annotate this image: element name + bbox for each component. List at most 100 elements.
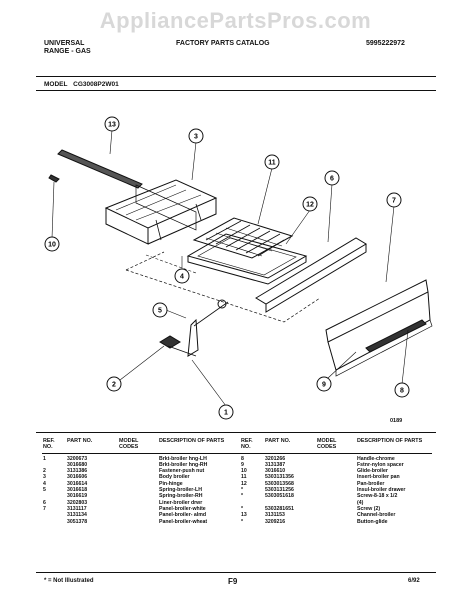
model-code-cell [316, 519, 356, 525]
model-line: MODEL CG3008P2W01 [44, 81, 119, 88]
footer-rule [36, 572, 436, 573]
col-ref-2: REF. NO. [241, 438, 253, 451]
diagram-lines [48, 129, 433, 407]
broiler-panel-part [325, 279, 429, 343]
callout-1: 1 [218, 404, 234, 420]
description-cell: (4) [357, 499, 364, 506]
callout-12: 12 [302, 196, 318, 212]
description-cell: Panel-broiler-white [159, 505, 206, 512]
callout-4: 4 [174, 268, 190, 284]
col-desc-2: DESCRIPTION OF PARTS [357, 438, 423, 444]
description-cell: Body broiler [159, 474, 190, 481]
callout-10: 10 [44, 236, 60, 252]
callout-7-label: 7 [392, 198, 396, 205]
part-number-cell: 3131134 [67, 512, 87, 519]
callout-5-label: 5 [158, 308, 162, 315]
part-number-cell: 3016614 [67, 480, 88, 487]
col-ref: REF. NO. [43, 438, 55, 451]
col-desc: DESCRIPTION OF PARTS [159, 438, 225, 444]
callout-11-label: 11 [268, 160, 276, 167]
page-number: F9 [228, 577, 238, 586]
ref-cell: 1 [43, 455, 46, 462]
part-number-cell: 3131117 [67, 505, 87, 512]
ref-cell: 5 [43, 487, 46, 494]
part-number-cell: 5303013568 [265, 480, 294, 487]
callout-8: 8 [394, 382, 410, 398]
part-number-cell: 3131387 [265, 461, 286, 468]
description-cell: Brkt-broiler hng-RH [159, 461, 208, 468]
callout-9: 9 [316, 376, 332, 392]
part-number-cell: 3051378 [67, 518, 88, 525]
callout-8-label: 8 [400, 388, 404, 395]
table-header-row: REF. NO. PART NO. MODEL CODES DESCRIPTIO… [42, 438, 432, 453]
callout-6-label: 6 [330, 176, 334, 183]
ref-cell: 9 [241, 461, 244, 468]
push-nut-part [159, 335, 181, 349]
description-cell: Glide-broiler [357, 468, 388, 475]
brand-block: UNIVERSAL RANGE - GAS [44, 40, 91, 56]
callout-2-label: 2 [112, 382, 116, 389]
broiler-channel-part [57, 149, 143, 189]
ref-cell: * [241, 493, 244, 500]
callout-labels: 13 3 11 6 7 12 4 10 5 2 1 9 8 [44, 116, 410, 420]
callout-4-label: 4 [180, 274, 184, 281]
part-number-cell: 5303131256 [265, 487, 294, 494]
description-cell: Pan-broiler [357, 480, 385, 487]
part-number-cell: 3209216 [265, 518, 286, 525]
ref-cell: 8 [241, 455, 244, 462]
ref-cell: * [241, 518, 244, 525]
ref-cell: 3 [43, 474, 46, 481]
model-code-cell [118, 519, 158, 525]
ref-cell [42, 519, 66, 525]
col-model-2: MODEL CODES [317, 438, 337, 451]
catalog-number: 5995222972 [366, 40, 405, 47]
part-number-cell: 3016680 [67, 461, 88, 468]
callout-13: 13 [104, 116, 120, 132]
model-number: CG3008P2W01 [73, 81, 119, 88]
description-cell: Screw-8-18 x 1/2 [357, 493, 398, 500]
spring-part [217, 299, 227, 309]
parts-sheet: UNIVERSAL RANGE - GAS FACTORY PARTS CATA… [36, 30, 436, 590]
part-number-cell: 5303281651 [265, 505, 294, 512]
part-number-cell: 3200673 [67, 455, 88, 462]
ref-cell: 7 [43, 505, 46, 512]
glide-part [48, 174, 60, 183]
table-row: 3016619 Spring-broiler-RH * 5303051618 Screw… [42, 493, 432, 499]
description-cell: Screw (2) [357, 505, 381, 512]
description-cell: Brkt-broiler hng-LH [159, 455, 207, 462]
catalog-date: 6/92 [408, 578, 420, 584]
description-cell: Panel-broiler- almd [159, 512, 206, 519]
callout-3-label: 3 [194, 134, 198, 141]
description-cell: Spring-broiler-LH [159, 487, 202, 494]
handle-part [365, 319, 427, 353]
header-rule [36, 76, 436, 77]
description-cell: Pin-hinge [159, 480, 183, 487]
col-part-2: PART NO. [265, 438, 291, 444]
description-cell: Insul-broiler drawer [357, 487, 406, 494]
watermark: AppliancePartsPros.com [99, 8, 372, 33]
hinge-bracket-part [187, 318, 199, 357]
col-part: PART NO. [67, 438, 93, 444]
part-number-cell: 3202803 [67, 499, 88, 506]
broiler-liner-part [255, 237, 367, 305]
part-number-cell: 3016619 [67, 493, 88, 500]
description-cell: Handle-chrome [357, 455, 395, 462]
description-cell: Spring-broiler-RH [159, 493, 203, 500]
ref-cell: 12 [241, 480, 247, 487]
table-top-rule [36, 432, 436, 433]
description-cell: Channel-broiler [357, 512, 396, 519]
part-number-cell: 3016606 [67, 474, 88, 481]
brand-line-2: RANGE - GAS [44, 48, 91, 55]
parts-table: REF. NO. PART NO. MODEL CODES DESCRIPTIO… [42, 438, 432, 525]
ref-cell: * [241, 505, 244, 512]
table-row: 7 3131117 Panel-broiler-white * 5303281651 Sc… [42, 506, 432, 512]
part-number-cell: 3016610 [265, 468, 286, 475]
footnote: * = Not Illustrated [44, 578, 94, 584]
catalog-title: FACTORY PARTS CATALOG [176, 40, 270, 47]
ref-cell: 10 [241, 468, 247, 475]
part-number-cell: 5303051618 [265, 493, 294, 500]
ref-cell: 11 [241, 474, 247, 481]
